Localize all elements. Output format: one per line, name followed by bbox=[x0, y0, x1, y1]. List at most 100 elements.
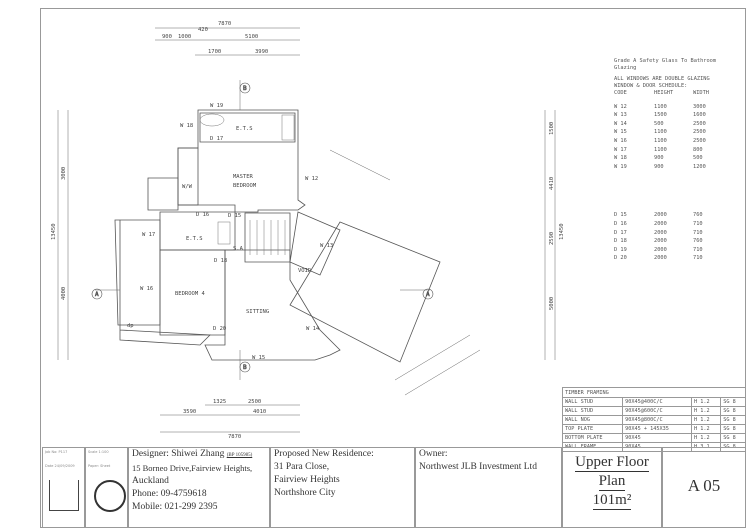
seal-logo bbox=[94, 480, 126, 512]
timber-cell: WALL STUD bbox=[561, 397, 624, 407]
timber-cell: BOTTOM PLATE bbox=[561, 433, 624, 443]
timber-cell: WALL NOG bbox=[561, 415, 624, 425]
label-d18: D 18 bbox=[214, 258, 227, 264]
schedule-cell: D 16 bbox=[614, 220, 627, 227]
dim-top-b: 1000 bbox=[178, 34, 191, 40]
timber-cell: WALL STUD bbox=[561, 406, 624, 416]
dim-right-b: 5000 bbox=[549, 297, 555, 310]
sitting-walls bbox=[204, 249, 341, 361]
room-void: VOID bbox=[298, 268, 311, 274]
label-w12: W 12 bbox=[305, 176, 318, 182]
section-b-top bbox=[239, 82, 251, 94]
section-b-bottom bbox=[239, 361, 251, 373]
schedule-row: D 19 2000 710 bbox=[614, 247, 744, 256]
room-bedroom-4: BEDROOM 4 bbox=[175, 291, 205, 297]
timber-cell: TOP PLATE bbox=[561, 424, 624, 434]
timber-cell: H 1.2 bbox=[691, 424, 722, 434]
schedule-cell: 900 bbox=[654, 163, 664, 170]
label-w13: W 13 bbox=[320, 243, 333, 249]
schedule-cell: 1500 bbox=[654, 112, 667, 119]
dim-bot-b: 4010 bbox=[253, 409, 266, 415]
dim-right-a: 4410 bbox=[549, 177, 555, 190]
schedule-cell: 500 bbox=[693, 155, 703, 162]
schedule-cell: 710 bbox=[693, 246, 703, 253]
schedule-cell: 760 bbox=[693, 238, 703, 245]
lower-left-deck bbox=[119, 220, 211, 346]
timber-cell: H 1.2 bbox=[691, 415, 722, 425]
schedule-cell: 800 bbox=[693, 146, 703, 153]
schedule-cell: 710 bbox=[693, 220, 703, 227]
schedule-cell: W 15 bbox=[614, 129, 627, 136]
dim-bot-a: 3590 bbox=[183, 409, 196, 415]
window-door-schedule: Grade A Safety Glass To Bathroom Glazing… bbox=[614, 58, 744, 264]
svg-text:A: A bbox=[426, 291, 430, 298]
timber-cell: 90X45@800C/C bbox=[622, 415, 693, 425]
schedule-cell: D 15 bbox=[614, 212, 627, 219]
room-master-2: BEDROOM bbox=[233, 183, 257, 189]
schedule-cell: W 16 bbox=[614, 137, 627, 144]
schedule-title: WINDOW & DOOR SCHEDULE: bbox=[614, 83, 688, 89]
timber-cell: SG 8 bbox=[720, 397, 746, 407]
dim-bot-d: 2500 bbox=[248, 399, 261, 405]
schedule-cell: D 20 bbox=[614, 255, 627, 262]
schedule-cell: 2000 bbox=[654, 238, 667, 245]
schedule-cell: 1200 bbox=[693, 163, 706, 170]
label-w18: W 18 bbox=[180, 123, 193, 129]
label-w14: W 14 bbox=[306, 326, 320, 332]
room-master: MASTER bbox=[233, 174, 254, 180]
label-dp: dp bbox=[127, 323, 134, 329]
void-walls bbox=[289, 211, 341, 276]
dim-top-e: 3990 bbox=[255, 49, 268, 55]
schedule-cell: 3000 bbox=[693, 103, 706, 110]
owner-block: Owner: Northwest JLB Investment Ltd bbox=[415, 447, 562, 528]
schedule-cell: 500 bbox=[654, 120, 664, 127]
schedule-cell: 2000 bbox=[654, 229, 667, 236]
linen bbox=[147, 177, 179, 211]
designer-block: Designer: Shiwei Zhang (BP 105985) 15 Bo… bbox=[128, 447, 270, 528]
angled-wing bbox=[289, 221, 441, 363]
schedule-cell: 710 bbox=[693, 255, 703, 262]
room-ets-2: E.T.S bbox=[186, 236, 203, 242]
label-w17: W 17 bbox=[142, 232, 155, 238]
schedule-cell: D 19 bbox=[614, 246, 627, 253]
schedule-cell: W 18 bbox=[614, 155, 627, 162]
room-ets-1: E.T.S bbox=[236, 126, 253, 132]
svg-text:B: B bbox=[243, 85, 247, 92]
schedule-cell: 1100 bbox=[654, 129, 667, 136]
dim-right-d: 1500 bbox=[549, 122, 555, 135]
timber-cell: SG 8 bbox=[720, 406, 746, 416]
timber-cell: H 1.2 bbox=[691, 406, 722, 416]
glazing-note: ALL WINDOWS ARE DOUBLE GLAZING bbox=[614, 76, 710, 82]
room-sitting: SITTING bbox=[246, 309, 269, 315]
schedule-cell: 2000 bbox=[654, 246, 667, 253]
schedule-cell: 2500 bbox=[693, 129, 706, 136]
dim-top-f: 420 bbox=[198, 27, 208, 33]
schedule-cell: 1600 bbox=[693, 112, 706, 119]
label-w15: W 15 bbox=[252, 355, 265, 361]
schedule-cell: D 17 bbox=[614, 229, 627, 236]
timber-cell: SG 8 bbox=[720, 424, 746, 434]
schedule-cell: 1100 bbox=[654, 146, 667, 153]
dim-right-total: 13450 bbox=[559, 223, 565, 240]
schedule-cell: 760 bbox=[693, 212, 703, 219]
label-d17: D 17 bbox=[210, 136, 223, 142]
schedule-cell: 1100 bbox=[654, 103, 667, 110]
timber-cell: 90X45 bbox=[622, 433, 693, 443]
timber-cell: SG 8 bbox=[720, 415, 746, 425]
schedule-cell: 2000 bbox=[654, 212, 667, 219]
timber-cell: 90X45@400C/C bbox=[622, 397, 693, 407]
schedule-cell: W 13 bbox=[614, 112, 627, 119]
section-a-right bbox=[422, 288, 434, 300]
room-ww: W/W bbox=[182, 184, 193, 190]
